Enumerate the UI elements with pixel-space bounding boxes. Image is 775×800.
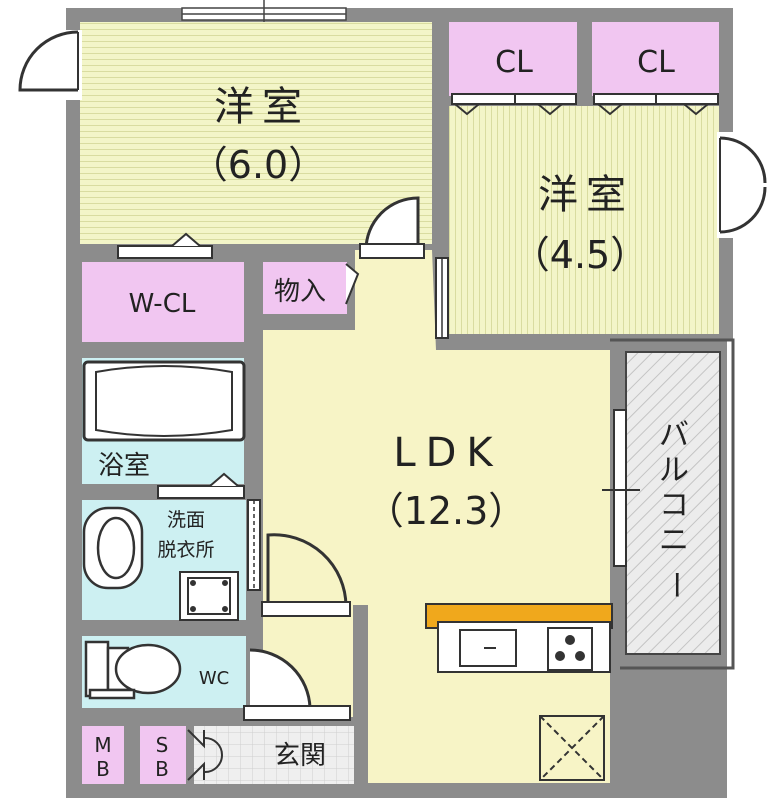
shoe-box-label-2: B xyxy=(155,757,169,781)
washbasin xyxy=(82,506,144,590)
washroom-label-line2: 脱衣所 xyxy=(157,539,214,561)
washing-machine-pan xyxy=(179,571,239,621)
shoe-box xyxy=(140,726,186,784)
ldk-name: LDK xyxy=(393,430,502,476)
western-room-1-floor xyxy=(80,22,432,244)
balcony-label-3: コ xyxy=(659,488,689,523)
refrigerator-space xyxy=(539,715,605,781)
meter-box-label-2: B xyxy=(96,757,110,781)
closet-1 xyxy=(449,22,577,96)
western-room-1-name: 洋室 xyxy=(214,84,310,130)
balcony-label-1: バ xyxy=(659,418,689,453)
closet-rails xyxy=(451,93,719,116)
closet-2 xyxy=(592,22,719,96)
kitchen-counter xyxy=(425,603,613,673)
balcony-area xyxy=(626,352,720,654)
balcony-label-4: ニ xyxy=(659,523,689,558)
ldk-size: （12.3） xyxy=(366,489,527,533)
entrance-floor xyxy=(194,726,354,784)
storage-closet xyxy=(263,262,347,314)
bathtub xyxy=(82,360,246,442)
storage-label: 物入 xyxy=(274,277,326,307)
walk-in-closet xyxy=(82,262,244,342)
western-room-2-floor xyxy=(449,106,719,334)
shoe-box-label-1: S xyxy=(156,733,169,757)
western-room-1-size: （6.0） xyxy=(190,143,326,187)
western-room-2-size: （4.5） xyxy=(512,233,648,277)
washroom-label-line1: 洗面 xyxy=(167,509,205,531)
entrance-label: 玄関 xyxy=(274,741,326,771)
toilet xyxy=(84,640,182,700)
closet-2-label: CL xyxy=(637,45,675,80)
balcony-notch xyxy=(727,340,775,800)
balcony-label-5: ー xyxy=(657,570,692,600)
balcony-label-2: ル xyxy=(659,453,689,488)
meter-box xyxy=(82,726,124,784)
meter-box-label-1: M xyxy=(94,733,111,757)
western-room-2-name: 洋室 xyxy=(538,172,634,218)
closet-1-label: CL xyxy=(495,45,533,80)
walk-in-closet-label: W-CL xyxy=(129,289,196,319)
bath-label: 浴室 xyxy=(98,451,150,481)
wc-label: WC xyxy=(199,668,229,689)
